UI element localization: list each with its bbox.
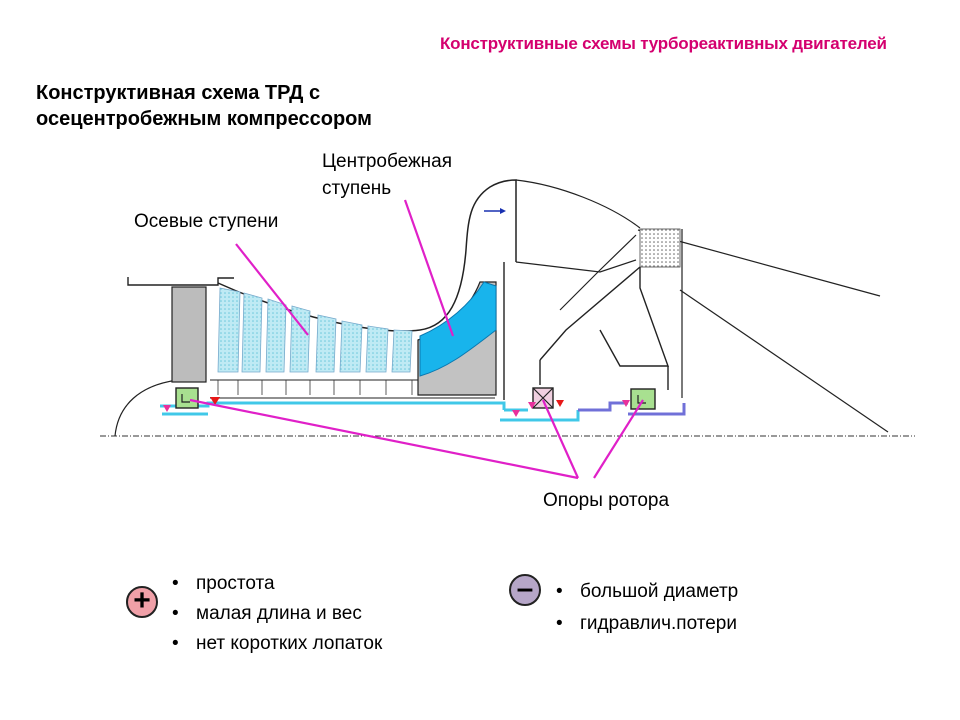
axial-blade (265, 298, 287, 373)
seal-marker (528, 402, 536, 409)
axial-blade (241, 292, 263, 373)
axial-blade (315, 314, 337, 373)
label-centrifugal-line2: ступень (322, 178, 392, 199)
axial-blades (217, 287, 413, 373)
minus-icon: – (509, 574, 541, 606)
list-item: нет коротких лопаток (172, 632, 382, 655)
slide-title-line1: Конструктивная схема ТРД с (36, 82, 321, 104)
front-bearing (175, 387, 199, 409)
rear-bearing (630, 388, 656, 410)
pointer-centrifugal (403, 199, 455, 337)
label-axial-stages: Осевые ступени (134, 211, 279, 232)
plus-icon: + (126, 586, 158, 618)
pros-list: простота малая длина и вес нет коротких … (172, 572, 382, 662)
seal-marker (163, 405, 171, 412)
nose-cone (114, 379, 179, 437)
seal-marker (512, 410, 520, 417)
axial-blade (391, 329, 413, 373)
axial-blade (289, 305, 311, 373)
seal-marker (556, 400, 564, 407)
inlet-casing (127, 277, 234, 286)
mid-shaft (500, 408, 580, 422)
combustor-liner (559, 234, 637, 311)
front-strut (539, 266, 641, 361)
list-item: простота (172, 572, 382, 595)
rear-strut (599, 267, 669, 367)
diffuser-casing (515, 179, 641, 229)
pointer-support-front (189, 398, 579, 480)
diffuser-inner (515, 259, 637, 273)
list-item: гидравлич.потери (556, 612, 766, 635)
axial-blade (365, 325, 389, 373)
axial-blade (339, 320, 363, 373)
seal-marker (622, 400, 630, 407)
outer-casing (217, 179, 517, 332)
cons-list: большой диаметр гидравлич.потери (556, 580, 766, 644)
list-item: большой диаметр (556, 580, 766, 603)
combustor-inner (679, 289, 889, 433)
pointer-support-rear (593, 399, 644, 479)
pointer-support-middle (541, 399, 580, 479)
pointer-axial (235, 243, 309, 336)
rear-shaft (578, 401, 686, 416)
label-rotor-supports: Опоры ротора (543, 490, 670, 511)
seal-marker (210, 397, 220, 405)
label-centrifugal-line1: Центробежная (322, 151, 453, 172)
nozzle-guide-vane (639, 228, 681, 268)
header-title: Конструктивные схемы турбореактивных дви… (440, 34, 887, 53)
inlet-guide-vane (171, 286, 207, 383)
list-item: малая длина и вес (172, 602, 382, 625)
axial-blade (217, 287, 241, 373)
slide-title-line2: осецентробежным компрессором (36, 108, 372, 130)
